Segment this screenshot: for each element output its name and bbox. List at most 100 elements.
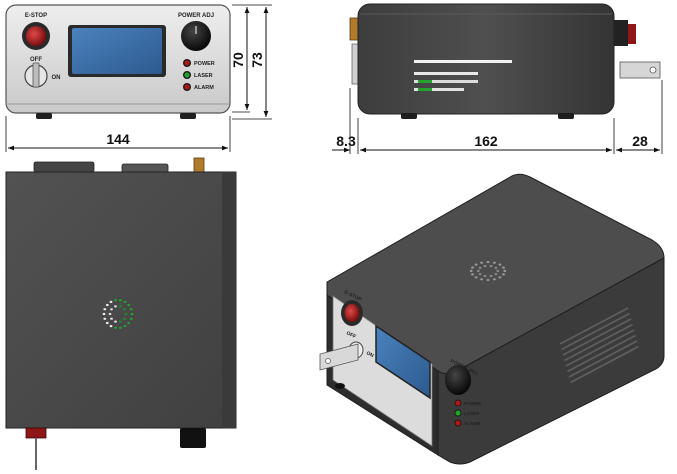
- vent-hole: [474, 276, 478, 279]
- key-on-label: ON: [52, 75, 61, 81]
- vent-slot: [570, 345, 639, 384]
- vent-hole: [129, 317, 133, 320]
- dim-28: 28: [632, 133, 648, 149]
- vent-hole: [471, 273, 474, 276]
- iso-top-vent: [469, 260, 507, 282]
- vent-hole: [493, 278, 496, 281]
- vent-hole: [483, 264, 487, 268]
- vent-slot: [561, 312, 630, 351]
- vent-hole: [494, 266, 498, 269]
- indicator-laser: LASER: [183, 71, 213, 79]
- iso-view: E-STOP OFF ON POWER ADJ POWER LASER ALAR…: [319, 173, 665, 465]
- top-fan-vent: [102, 299, 134, 329]
- side-vent-3: [414, 80, 478, 83]
- vent-hole: [478, 273, 482, 276]
- vent-hole: [114, 305, 117, 308]
- vent-hole: [476, 269, 480, 273]
- iso-side-vents: [559, 307, 639, 384]
- iso-indicator-laser: LASER: [464, 411, 480, 416]
- vent-hole: [124, 312, 128, 316]
- vent-hole: [108, 312, 112, 316]
- vent-hole: [119, 299, 122, 302]
- vent-hole: [102, 312, 106, 316]
- front-foot-left: [36, 113, 52, 119]
- vent-hole: [502, 273, 505, 276]
- side-key: [619, 61, 661, 79]
- side-foot-right: [558, 113, 574, 119]
- vent-hole: [103, 308, 107, 311]
- top-rear-connector-1: [33, 161, 95, 173]
- indicator-laser-label: LASER: [194, 73, 213, 79]
- iso-indicator-alarm: ALARM: [464, 421, 480, 426]
- indicator-power-label: POWER: [194, 61, 215, 67]
- vent-hole: [483, 274, 487, 278]
- vent-hole: [493, 261, 496, 264]
- iso-indicator-power: POWER: [464, 401, 482, 406]
- vent-hole: [127, 303, 131, 307]
- iso-display: [375, 324, 431, 400]
- vent-hole: [110, 308, 113, 311]
- vent-hole: [109, 325, 113, 328]
- vent-hole: [469, 269, 473, 273]
- vent-hole: [123, 325, 127, 328]
- iso-key-on-label: ON: [365, 350, 375, 359]
- vent-hole: [123, 317, 126, 320]
- iso-foot: [335, 383, 345, 389]
- vent-hole: [480, 261, 483, 264]
- side-vent-2: [414, 72, 478, 75]
- vent-hole: [114, 326, 117, 329]
- vent-slot: [562, 318, 632, 356]
- side-view: 8.3 162 28: [332, 3, 663, 154]
- side-rear-connector: [349, 17, 359, 41]
- indicator-alarm: ALARM: [183, 83, 214, 91]
- vent-hole: [480, 278, 483, 281]
- vent-hole: [123, 308, 126, 311]
- indicator-power: POWER: [183, 59, 215, 67]
- vent-hole: [119, 320, 122, 323]
- vent-hole: [123, 300, 127, 303]
- vent-hole: [489, 274, 493, 278]
- side-estop: [614, 20, 628, 46]
- vent-hole: [502, 266, 505, 269]
- dim-144: 144: [106, 131, 130, 147]
- vent-hole: [114, 320, 117, 323]
- key-off-label: OFF: [30, 57, 42, 63]
- vent-slot: [568, 340, 638, 378]
- vent-hole: [103, 317, 107, 320]
- front-display: [72, 28, 162, 74]
- dim-162: 162: [474, 133, 498, 149]
- dim-70: 70: [230, 52, 246, 68]
- dim-8-3: 8.3: [336, 133, 356, 149]
- vent-hole: [478, 266, 482, 269]
- dim-73: 73: [249, 52, 265, 68]
- side-housing: [357, 3, 615, 115]
- vent-hole: [119, 305, 122, 308]
- vent-hole: [498, 263, 502, 266]
- iso-key-off-label: OFF: [345, 330, 357, 340]
- vent-slot: [559, 307, 629, 345]
- vent-hole: [114, 299, 117, 302]
- iso-indicators: POWER LASER ALARM: [454, 399, 482, 427]
- side-vent-1: [414, 60, 512, 63]
- front-foot-right: [180, 113, 196, 119]
- vent-hole: [471, 266, 474, 269]
- iso-key: [319, 343, 359, 371]
- vent-hole: [105, 303, 109, 307]
- vent-hole: [129, 308, 133, 311]
- vent-slot: [567, 334, 636, 373]
- top-view: [5, 157, 237, 470]
- vent-slot: [564, 323, 633, 362]
- vent-hole: [498, 276, 502, 279]
- vent-hole: [105, 321, 109, 325]
- vent-hole: [110, 317, 113, 320]
- top-rear-connector-3: [193, 157, 205, 173]
- indicator-alarm-label: ALARM: [194, 85, 214, 91]
- vent-hole: [489, 264, 493, 268]
- top-knob: [180, 428, 206, 448]
- front-view: E-STOP OFF ON POWER ADJ POWER LASER ALAR…: [5, 4, 272, 152]
- vent-hole: [486, 260, 490, 264]
- top-estop: [25, 427, 47, 439]
- vent-hole: [503, 269, 507, 273]
- vent-hole: [127, 321, 131, 325]
